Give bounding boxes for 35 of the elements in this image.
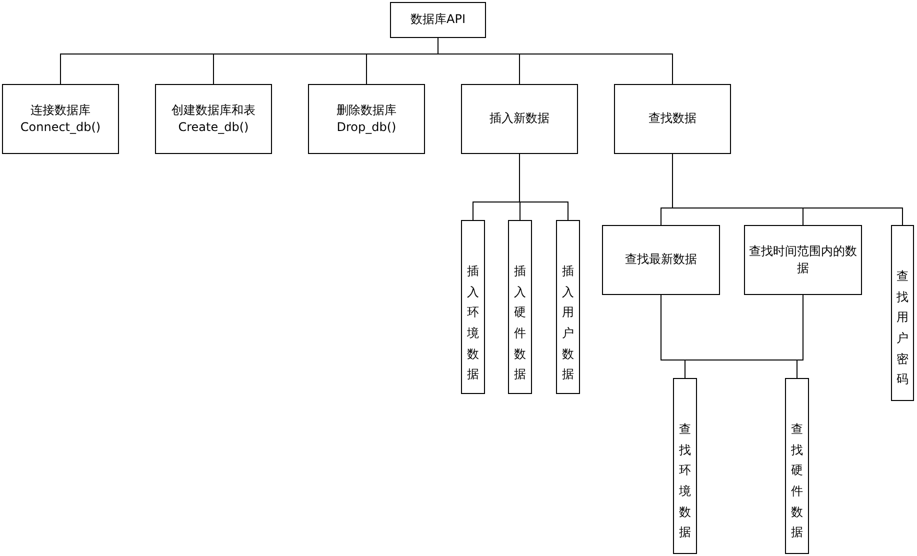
process-box [2, 84, 119, 154]
box-label: Connect_db() [19, 119, 102, 136]
box-label: 查找时间范围内的数据 [748, 242, 858, 277]
process-box [461, 84, 578, 154]
box-label: 查找最新数据 [624, 251, 698, 268]
box-label: Drop_db() [336, 119, 398, 136]
box-label: 查找数据 [648, 110, 698, 128]
box-label: 连接数据库 [30, 102, 92, 119]
process-box [461, 220, 485, 394]
box-label: Create_db() [177, 119, 250, 136]
process-box [673, 378, 697, 554]
box-label: 插入新数据 [488, 110, 550, 128]
connector-line [438, 38, 673, 84]
box-label: 插入用户数据 [562, 263, 574, 384]
box-label: 查找用户密码 [896, 268, 908, 388]
box-label: 查找环境数据 [679, 421, 691, 542]
connector-line [519, 154, 568, 220]
process-box [744, 225, 862, 295]
box-label: 插入硬件数据 [514, 263, 526, 384]
connector-line [796, 294, 804, 378]
box-label: 数据库API [410, 11, 466, 28]
box-label: 插入环境数据 [467, 263, 479, 384]
process-box [390, 2, 486, 38]
connector-line [672, 154, 903, 226]
process-box [508, 220, 532, 394]
process-box [602, 225, 720, 295]
box-label: 创建数据库和表 [170, 102, 256, 119]
process-box [614, 84, 731, 154]
box-label: 查找硬件数据 [791, 421, 803, 542]
process-box [891, 225, 914, 401]
process-box [556, 220, 580, 394]
process-box [785, 378, 809, 554]
box-label: 删除数据库 [336, 102, 398, 119]
process-box [155, 84, 272, 154]
process-box [308, 84, 425, 154]
